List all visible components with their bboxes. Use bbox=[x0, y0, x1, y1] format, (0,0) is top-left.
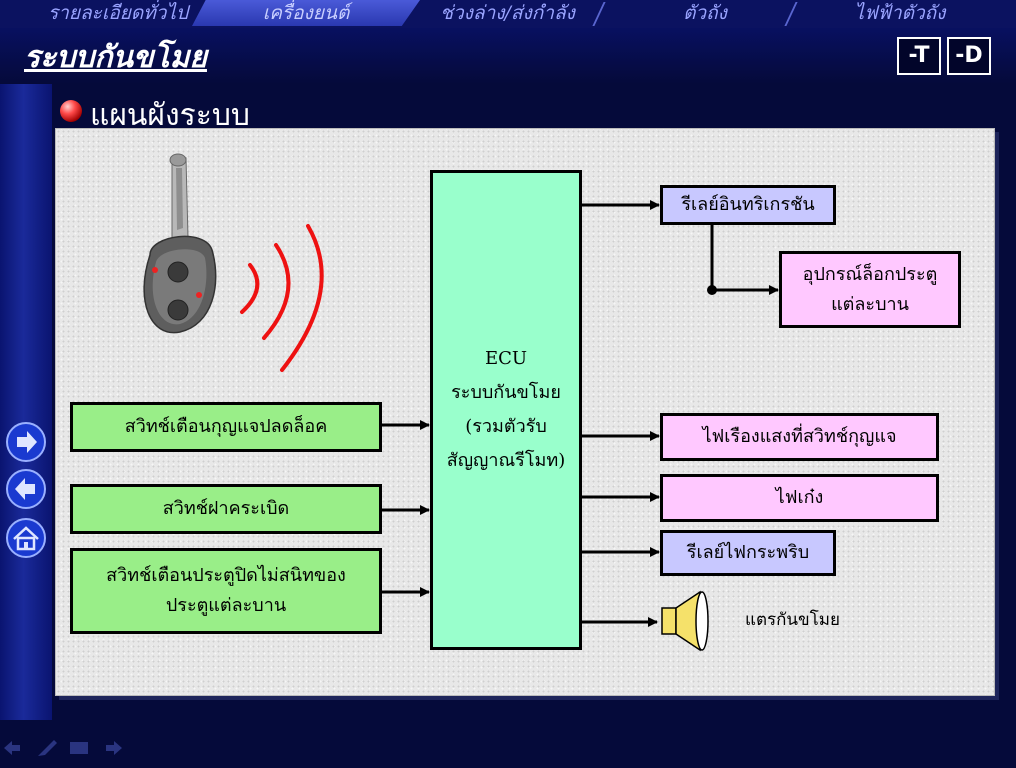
input-door-ajar-switch: สวิทช์เตือนประตูปิดไม่สนิทของประตูแต่ละบ… bbox=[70, 548, 382, 634]
tab-separator bbox=[784, 2, 798, 26]
input-label: สวิทช์ฝาคระเบิด bbox=[162, 498, 290, 519]
header-band bbox=[0, 28, 1016, 84]
output-label: รีเลย์ไฟกระพริบ bbox=[686, 542, 810, 563]
menu-icon[interactable] bbox=[70, 742, 88, 754]
input-label: สวิทช์เตือนกุญแจปลดล็อค bbox=[124, 416, 328, 437]
tab-chassis[interactable]: ช่วงล่าง/ส่งกำลัง bbox=[440, 2, 575, 24]
ecu-line-4: สัญญาณรีโมท) bbox=[446, 450, 566, 471]
home-button[interactable] bbox=[5, 517, 47, 559]
output-door-lock-actuator: อุปกรณ์ล็อกประตูแต่ละบาน bbox=[779, 251, 961, 328]
pen-icon[interactable] bbox=[38, 740, 57, 756]
next-slide-icon[interactable] bbox=[106, 741, 122, 755]
ecu-line-2: ระบบกันขโมย bbox=[451, 382, 561, 403]
t-button[interactable]: -T bbox=[897, 37, 941, 75]
back-arrow-button[interactable] bbox=[5, 468, 47, 510]
slideshow-toolbar bbox=[4, 740, 122, 756]
output-key-illumination: ไฟเรืองแสงที่สวิทช์กุญแจ bbox=[660, 413, 939, 461]
output-label: อุปกรณ์ล็อกประตูแต่ละบาน bbox=[802, 263, 938, 315]
ecu-line-3: (รวมตัวรับ bbox=[465, 416, 547, 437]
output-integration-relay: รีเลย์อินทริเกรชัน bbox=[660, 185, 836, 225]
prev-slide-icon[interactable] bbox=[4, 741, 20, 755]
ecu-box: ECU ระบบกันขโมย (รวมตัวรับ สัญญาณรีโมท) bbox=[430, 170, 582, 650]
d-button[interactable]: -D bbox=[947, 37, 991, 75]
input-key-unlock-warning-switch: สวิทช์เตือนกุญแจปลดล็อค bbox=[70, 402, 382, 452]
input-hood-switch: สวิทช์ฝาคระเบิด bbox=[70, 484, 382, 534]
red-bullet-icon bbox=[60, 100, 82, 122]
input-label: สวิทช์เตือนประตูปิดไม่สนิทของประตูแต่ละบ… bbox=[106, 565, 346, 616]
tab-engine[interactable]: เครื่องยนต์ bbox=[192, 0, 420, 26]
output-label: ไฟเก๋ง bbox=[775, 487, 824, 508]
page-title: ระบบกันขโมย bbox=[24, 40, 207, 75]
tab-body[interactable]: ตัวถัง bbox=[683, 2, 727, 24]
output-interior-light: ไฟเก๋ง bbox=[660, 474, 939, 522]
ecu-line-1: ECU bbox=[484, 348, 528, 369]
tab-separator bbox=[592, 2, 606, 26]
output-label: ไฟเรืองแสงที่สวิทช์กุญแจ bbox=[702, 426, 897, 447]
tab-general[interactable]: รายละเอียดทั่วไป bbox=[47, 2, 189, 24]
top-navigation: รายละเอียดทั่วไป เครื่องยนต์ ช่วงล่าง/ส่… bbox=[0, 0, 1016, 28]
alarm-horn-label: แตรกันขโมย bbox=[745, 610, 840, 630]
output-flasher-relay: รีเลย์ไฟกระพริบ bbox=[660, 530, 836, 576]
left-sidebar bbox=[0, 30, 52, 720]
output-label: รีเลย์อินทริเกรชัน bbox=[681, 194, 815, 215]
next-arrow-button[interactable] bbox=[5, 421, 47, 463]
tab-body-electrical[interactable]: ไฟฟ้าตัวถัง bbox=[854, 2, 946, 24]
section-title: แผนผังระบบ bbox=[90, 98, 250, 133]
